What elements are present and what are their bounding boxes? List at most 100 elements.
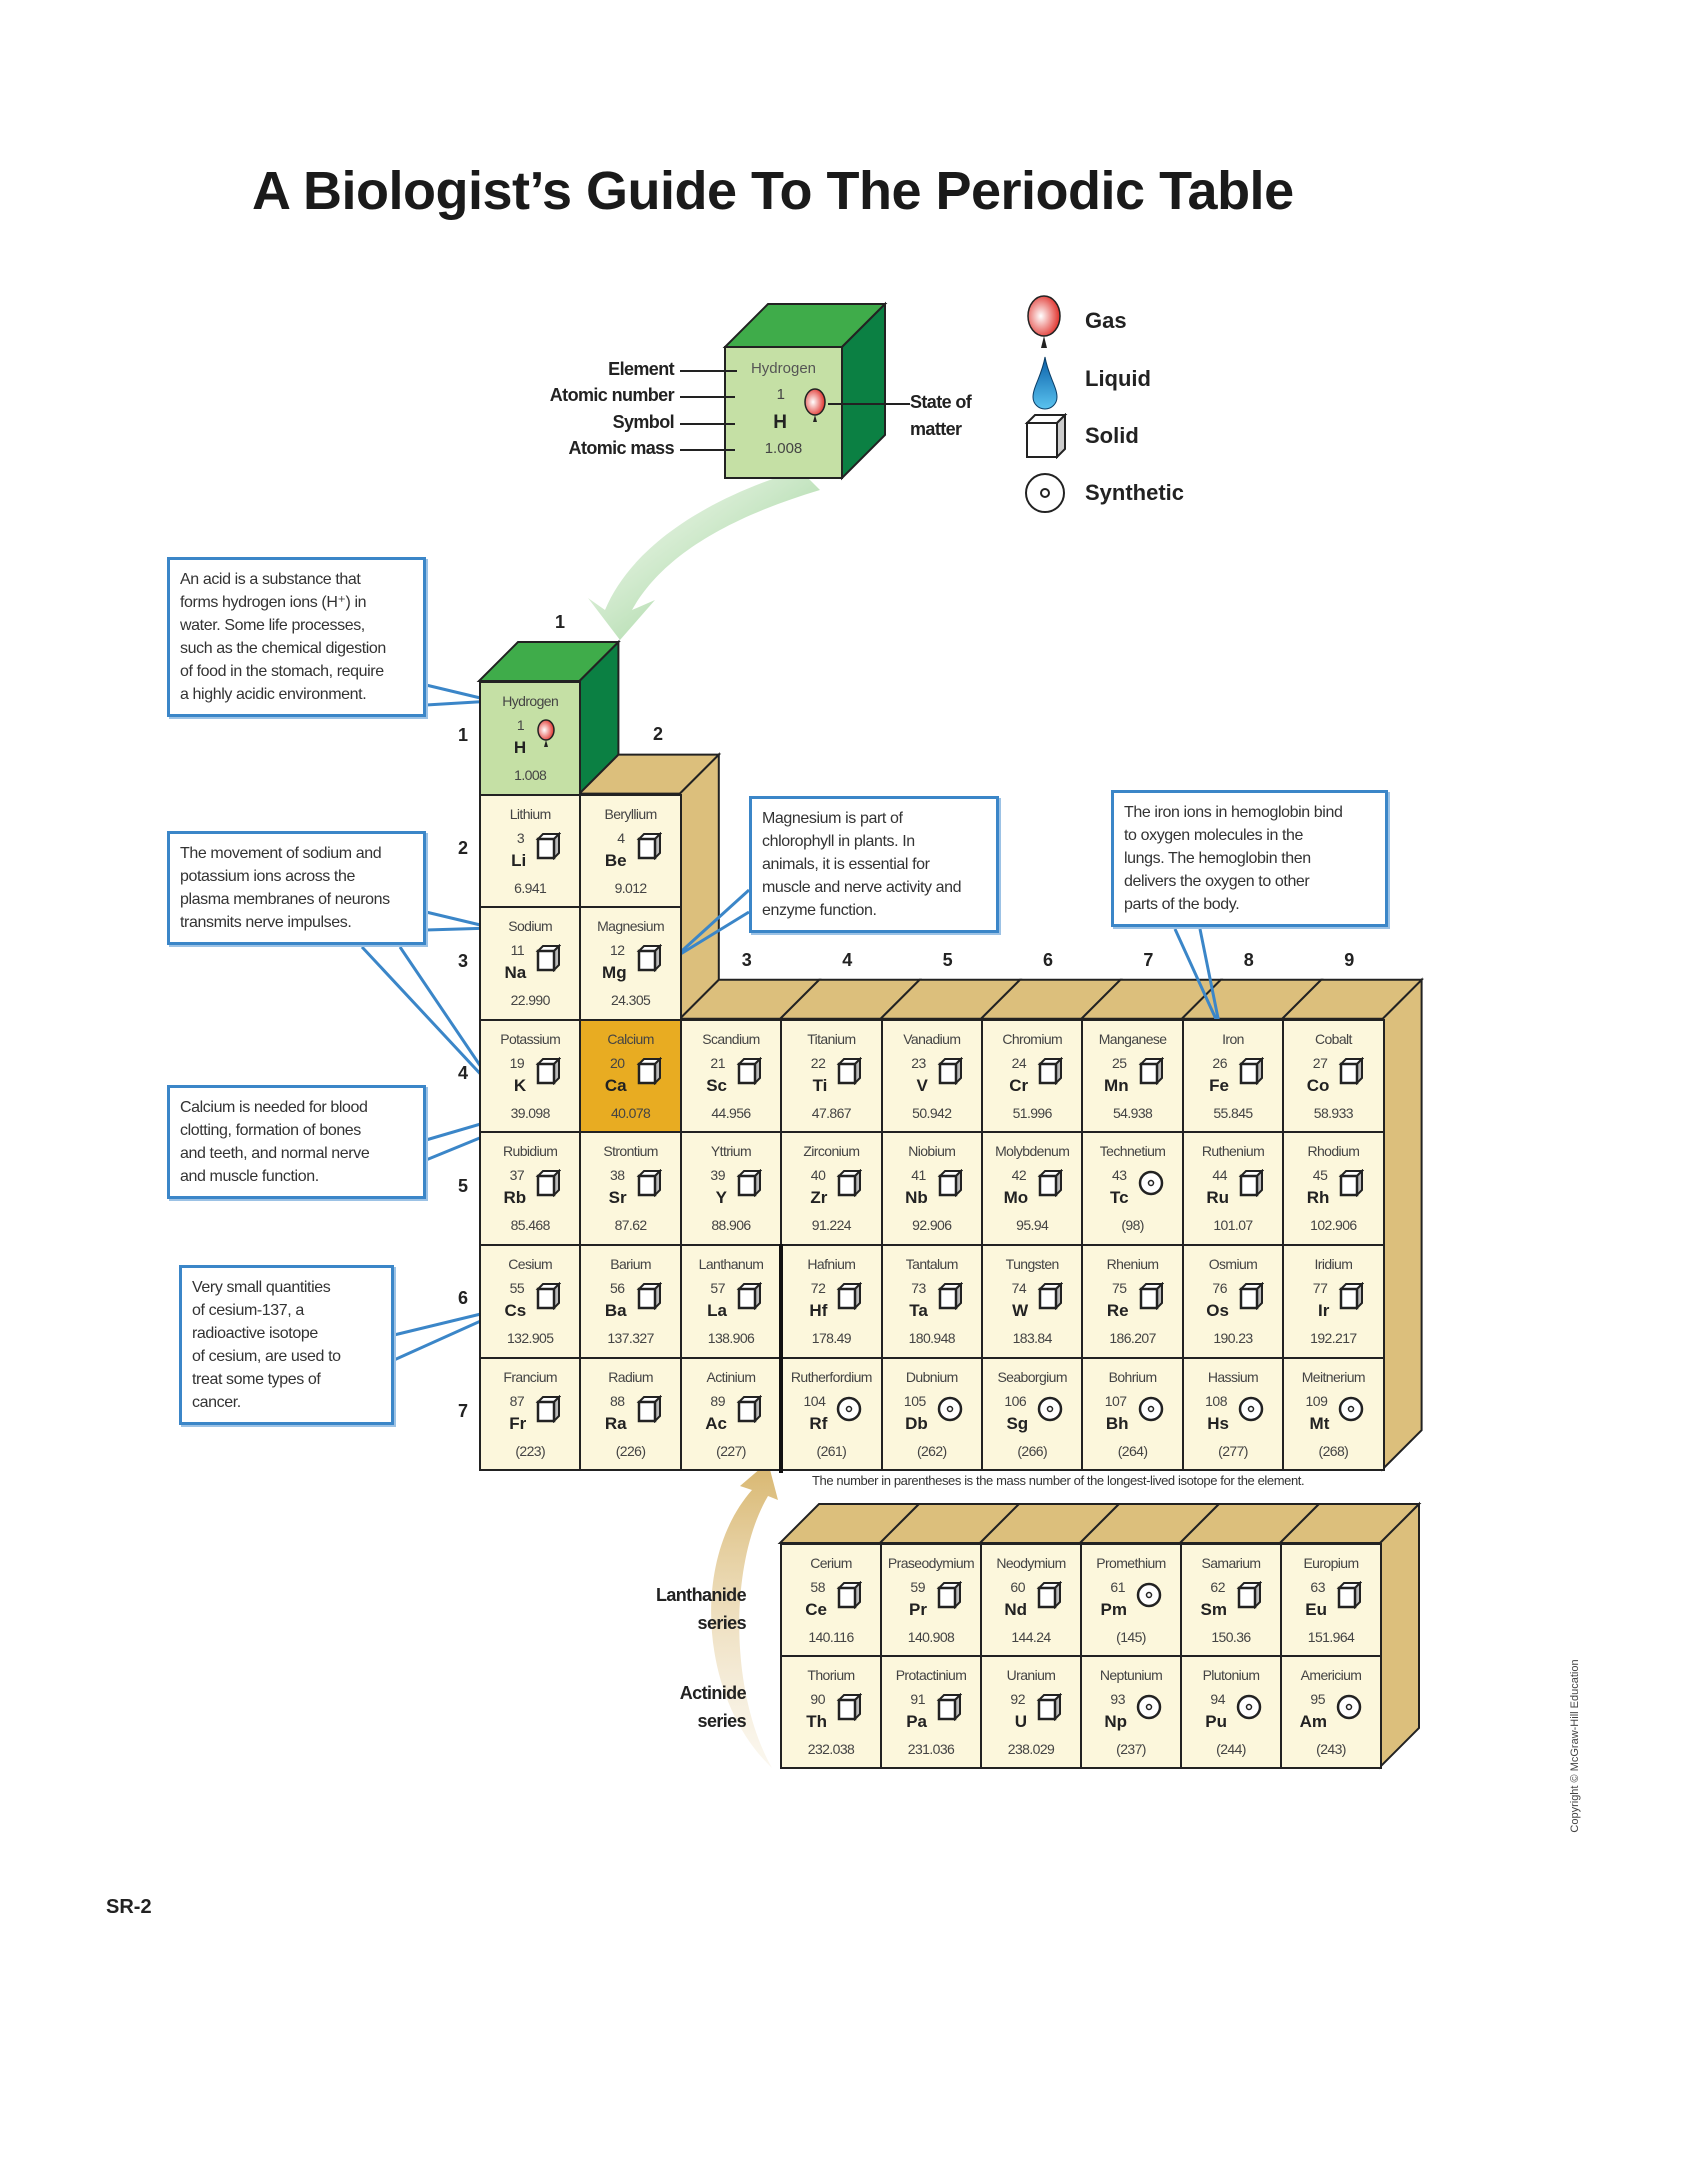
solid-icon xyxy=(736,1168,764,1198)
element-name: Cesium xyxy=(508,1256,553,1272)
atomic-number: 61 xyxy=(1110,1579,1125,1595)
atomic-number: 37 xyxy=(509,1167,525,1184)
period-number: 6 xyxy=(458,1288,469,1309)
actinide-label-1: Actinide xyxy=(679,1683,747,1703)
actinide-label-2: series xyxy=(697,1711,747,1731)
legend-gas-label: Gas xyxy=(1085,308,1127,333)
atomic-number: 76 xyxy=(1212,1280,1227,1296)
element-symbol: Y xyxy=(715,1188,727,1208)
callout-line: lungs. The hemoglobin then xyxy=(1124,850,1311,867)
period-number: 2 xyxy=(458,837,469,858)
element-name: Strontium xyxy=(603,1143,658,1160)
synthetic-icon xyxy=(1238,1395,1266,1423)
element-symbol: Hf xyxy=(809,1301,828,1320)
callout-line: potassium ions across the xyxy=(180,868,355,885)
element-name: Praseodymium xyxy=(887,1555,975,1571)
element-name: Chromium xyxy=(1002,1030,1063,1047)
atomic-number: 12 xyxy=(610,942,625,959)
atomic-number: 55 xyxy=(509,1280,525,1296)
atomic-number: 23 xyxy=(911,1054,926,1071)
atomic-mass: 180.948 xyxy=(908,1330,956,1346)
callout-line: of cesium-137, a xyxy=(192,1302,304,1319)
cell-side-face xyxy=(1381,977,1423,1472)
atomic-mass: 40.078 xyxy=(610,1104,651,1121)
callout-line: water. Some life processes, xyxy=(180,617,365,634)
atomic-number: 57 xyxy=(710,1280,725,1296)
element-symbol: Hs xyxy=(1207,1413,1229,1433)
atomic-mass: 95.94 xyxy=(1016,1217,1049,1234)
page-title: A Biologist’s Guide To The Periodic Tabl… xyxy=(252,161,1294,221)
legend-solid-label: Solid xyxy=(1085,423,1139,448)
key-gas-balloon-icon xyxy=(804,388,826,422)
element-symbol: Ra xyxy=(604,1413,627,1433)
atomic-number: 108 xyxy=(1205,1392,1227,1409)
group-number: 4 xyxy=(842,950,853,970)
callout-line: muscle and nerve activity and xyxy=(762,879,962,896)
atomic-mass: 39.098 xyxy=(510,1104,551,1121)
atomic-mass: 44.956 xyxy=(711,1104,751,1121)
element-symbol: La xyxy=(707,1301,727,1320)
atomic-mass: (264) xyxy=(1117,1442,1148,1459)
element-name: Meitnerium xyxy=(1301,1368,1366,1385)
synthetic-icon xyxy=(937,1395,965,1423)
element-name: Hafnium xyxy=(807,1256,856,1272)
synthetic-icon xyxy=(1037,1395,1065,1423)
solid-icon xyxy=(937,1168,965,1198)
atomic-number: 42 xyxy=(1011,1167,1027,1184)
synthetic-icon xyxy=(1236,1693,1264,1721)
callout-line: enzyme function. xyxy=(762,902,877,919)
element-name: Potassium xyxy=(500,1030,561,1047)
lanthanide-label-1: Lanthanide xyxy=(655,1585,747,1605)
page-number: SR-2 xyxy=(106,1896,152,1918)
solid-icon xyxy=(736,1281,764,1311)
element-symbol: Fr xyxy=(509,1413,527,1433)
atomic-mass: 132.905 xyxy=(506,1330,554,1346)
atomic-number: 45 xyxy=(1312,1167,1328,1184)
synthetic-icon xyxy=(1138,1395,1166,1423)
atomic-mass: 92.906 xyxy=(912,1217,952,1234)
callout-line: plasma membranes of neurons xyxy=(180,891,390,908)
group-number: 2 xyxy=(653,724,664,744)
element-symbol: Nd xyxy=(1004,1600,1027,1619)
solid-icon xyxy=(1036,1692,1064,1722)
callout-line: delivers the oxygen to other xyxy=(1124,873,1310,890)
element-symbol: Sr xyxy=(608,1188,627,1208)
atomic-number: 43 xyxy=(1112,1167,1127,1184)
callout-line: and teeth, and normal nerve xyxy=(180,1145,370,1162)
key-atomic-number: 1 xyxy=(776,386,785,403)
solid-icon xyxy=(636,943,664,973)
element-symbol: Sm xyxy=(1200,1600,1227,1619)
period-number: 7 xyxy=(458,1400,469,1421)
period-number: 4 xyxy=(458,1063,469,1084)
atomic-number: 77 xyxy=(1312,1280,1328,1296)
solid-icon xyxy=(1238,1168,1266,1198)
key-symbol: H xyxy=(773,412,787,433)
atomic-number: 60 xyxy=(1010,1579,1025,1595)
element-name: Seaborgium xyxy=(997,1368,1067,1385)
callout-line: treat some types of xyxy=(192,1371,321,1388)
atomic-mass: 91.224 xyxy=(811,1217,852,1234)
element-symbol: Os xyxy=(1206,1301,1229,1320)
gas-icon xyxy=(1027,295,1061,348)
solid-icon xyxy=(636,1281,664,1311)
atomic-number: 27 xyxy=(1312,1054,1328,1071)
atomic-mass: 137.327 xyxy=(607,1330,654,1346)
element-name: Hassium xyxy=(1207,1368,1259,1385)
atomic-number: 93 xyxy=(1110,1691,1125,1707)
callout-line: The movement of sodium and xyxy=(180,845,382,862)
legend-synthetic-label: Synthetic xyxy=(1085,480,1185,505)
